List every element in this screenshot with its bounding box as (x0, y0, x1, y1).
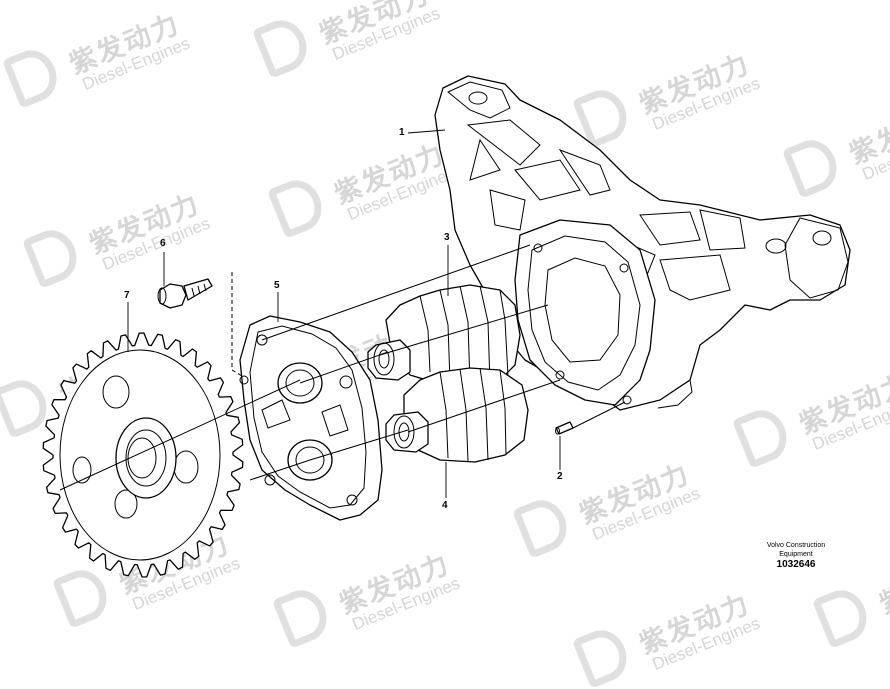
credit-line-1: Volvo Construction (756, 541, 836, 550)
callout-2: 2 (557, 471, 563, 482)
publisher-credit: Volvo Construction Equipment (756, 541, 836, 559)
callout-7: 7 (124, 290, 130, 301)
credit-line-2: Equipment (756, 550, 836, 559)
pump-cover (240, 316, 382, 520)
sprocket (43, 333, 243, 577)
diagram-drawing (0, 0, 890, 629)
callout-3: 3 (444, 232, 450, 243)
callout-1: 1 (399, 127, 405, 138)
callout-5: 5 (274, 280, 280, 291)
callout-4: 4 (442, 500, 448, 511)
watermark-logo (572, 623, 634, 688)
callout-6: 6 (160, 238, 166, 249)
document-number: 1032646 (760, 559, 832, 570)
flange-screw (158, 279, 212, 308)
dowel-pin (556, 422, 574, 434)
